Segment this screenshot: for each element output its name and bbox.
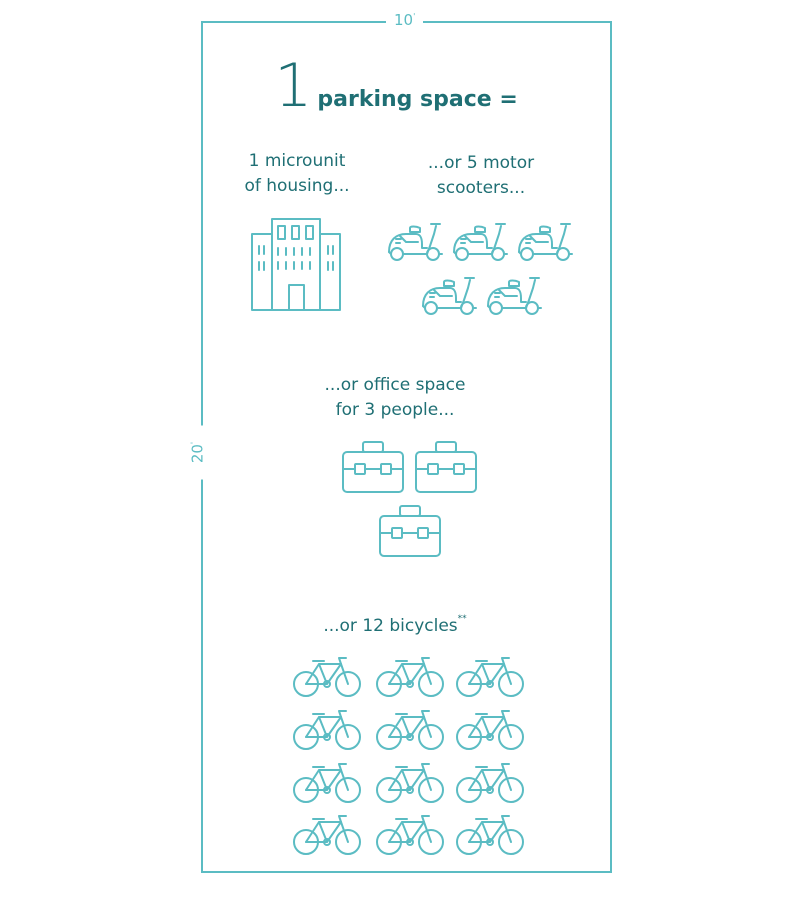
bicycle-icon xyxy=(376,657,444,697)
bicycle-icon xyxy=(456,657,524,697)
headline-number: 1 xyxy=(274,51,312,121)
building-icon xyxy=(251,218,341,311)
bicycle-icon xyxy=(376,763,444,803)
scooter-icon xyxy=(453,223,508,261)
scooter-icon xyxy=(487,277,542,315)
housing-caption: 1 microunit of housing... xyxy=(244,151,350,196)
bicycle-icon xyxy=(456,763,524,803)
scooter-icon xyxy=(422,277,477,315)
bicycle-icon xyxy=(293,763,361,803)
briefcase-icon xyxy=(379,505,441,557)
height-dimension-label: 20' xyxy=(189,425,207,480)
briefcase-icon xyxy=(342,441,404,493)
scooters-caption: ...or 5 motor scooters... xyxy=(427,153,535,198)
scooter-icon xyxy=(388,223,443,261)
bicycle-icon xyxy=(456,710,524,750)
bicycle-icon xyxy=(293,815,361,855)
office-caption: ...or office space for 3 people... xyxy=(324,375,466,420)
bicycle-icon xyxy=(376,815,444,855)
width-dimension-label: 10' xyxy=(386,13,424,28)
scooter-icon xyxy=(518,223,573,261)
briefcase-icon xyxy=(415,441,477,493)
bicycle-icon xyxy=(293,710,361,750)
headline-text: parking space = xyxy=(317,87,518,112)
bicycle-icon xyxy=(293,657,361,697)
bicycle-icon xyxy=(376,710,444,750)
bicycle-icon xyxy=(456,815,524,855)
bicycles-caption: ...or 12 bicycles** xyxy=(323,614,467,636)
